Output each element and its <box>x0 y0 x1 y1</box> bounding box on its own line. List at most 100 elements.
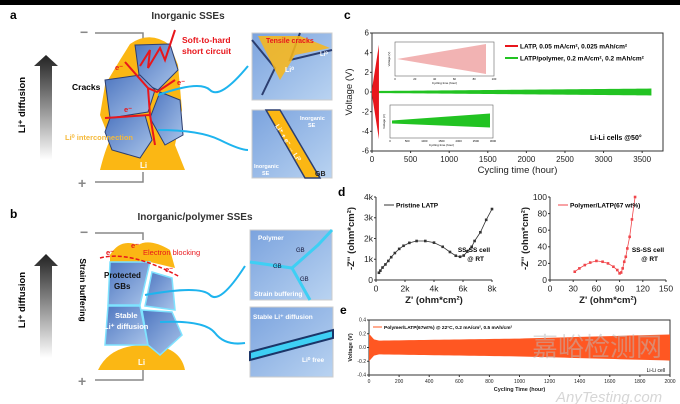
x-tick-label: 60 <box>592 284 602 294</box>
stable-label-2: Li⁺ diffusion <box>104 322 149 331</box>
legend-label: LATP/polymer, 0.2 mA/cm², 0.2 mAh/cm² <box>520 56 645 63</box>
inset-xlabel: Cycling time (hour) <box>432 81 457 85</box>
annotation: SS-SS cell <box>632 247 664 254</box>
y-tick-label: 0.2 <box>359 331 366 337</box>
x-tick-label: 0 <box>370 155 375 164</box>
x-tick-label: 120 <box>636 284 650 294</box>
y-axis-label: -Z'' (ohm*cm²) <box>346 207 357 270</box>
se-label: Inorganic <box>254 164 279 170</box>
panel-label: c <box>344 8 351 22</box>
data-point <box>432 241 436 244</box>
electron-label: e⁻ <box>115 63 123 72</box>
data-point <box>397 247 401 251</box>
x-tick-label: 400 <box>425 379 434 385</box>
y-tick-label: 4k <box>364 192 374 202</box>
minus-terminal: − <box>80 224 88 240</box>
plus-terminal: + <box>78 373 86 389</box>
annotation: Li-Li cells @50° <box>590 134 642 142</box>
data-point <box>630 218 634 221</box>
data-point <box>626 247 629 250</box>
data-point <box>619 271 623 274</box>
plus-terminal: + <box>78 175 86 191</box>
data-point <box>624 255 628 259</box>
inset-tick: 1000 <box>421 139 428 143</box>
y-tick-label: 80 <box>538 208 548 218</box>
inset-tick: 40 <box>433 77 437 81</box>
annotation: SS-SS cell <box>458 247 490 254</box>
diffusion-arrow-icon <box>34 55 58 160</box>
inset-tensile-cracks: Tensile cracks Li⁰ Li⁰ <box>251 32 333 101</box>
data-point <box>484 218 488 222</box>
polymer-label: Polymer <box>258 235 284 242</box>
data-point <box>606 262 610 265</box>
x-tick-label: 1600 <box>604 379 615 385</box>
inset-title: Tensile cracks <box>266 38 314 45</box>
data-point <box>389 255 393 259</box>
electron-label: e⁻ <box>131 241 139 250</box>
x-tick-label: 1200 <box>544 379 555 385</box>
panel-label: d <box>338 185 345 199</box>
watermark: 嘉峪检测网 <box>532 332 662 362</box>
y-tick-label: -0.4 <box>357 373 366 379</box>
short-circuit-label: Soft-to-hard <box>182 35 231 45</box>
y-tick-label: 0 <box>368 275 373 285</box>
x-tick-label: 4k <box>430 284 440 294</box>
y-tick-label: 6 <box>365 29 370 38</box>
interconnection-label: Li⁰ interconnection <box>65 133 133 142</box>
zoom-connector <box>144 265 246 345</box>
blocking-line <box>99 255 181 278</box>
short-circuit-label-2: short circuit <box>182 46 231 56</box>
data-point <box>612 265 615 269</box>
data-point <box>573 270 577 273</box>
data-point <box>381 266 384 269</box>
data-point <box>402 244 405 248</box>
y-tick-label: 3k <box>364 213 374 223</box>
inset-stable-diffusion: Stable Li⁺ diffusion Li⁰ free <box>249 306 334 378</box>
data-point <box>377 271 381 275</box>
electron-label: e⁻ <box>177 78 185 87</box>
series-envelope <box>369 333 670 362</box>
protected-label-2: GBs <box>114 282 131 291</box>
side-label: Li⁺ diffusion <box>17 272 28 328</box>
y-tick-label: 4 <box>365 48 370 57</box>
data-point <box>588 261 592 264</box>
x-tick-label: 200 <box>395 379 404 385</box>
y-tick-label: -4 <box>362 127 370 136</box>
inset-tick: 60 <box>453 77 457 81</box>
y-tick-label: -0.2 <box>357 359 366 365</box>
x-tick-label: 600 <box>455 379 464 385</box>
x-axis-label: Z' (ohm*cm²) <box>405 295 463 306</box>
inset-tick: 1500 <box>438 139 445 143</box>
data-point <box>473 239 476 243</box>
inset-polymer-gb: Polymer GB GB GB Strain buffering <box>249 228 334 301</box>
data-point <box>454 254 458 258</box>
data-point <box>387 259 390 263</box>
grain <box>107 261 151 306</box>
panel-title: Inorganic/polymer SSEs <box>137 212 252 223</box>
y-tick-label: -2 <box>362 107 370 116</box>
gb-label: GB <box>273 264 282 270</box>
li0-label: Li⁰ <box>320 51 328 58</box>
data-point <box>448 250 452 254</box>
x-tick-label: 150 <box>659 284 673 294</box>
data-point <box>384 263 387 266</box>
minus-terminal: − <box>80 24 88 40</box>
data-point <box>479 230 482 234</box>
y-axis-label: Voltage (V) <box>344 69 355 116</box>
li-label: Li <box>140 161 147 170</box>
circuit-wire <box>95 232 144 381</box>
y-tick-label: 0.4 <box>359 318 366 324</box>
legend-label: Pristine LATP <box>396 203 439 210</box>
inset-ylabel: Voltage (V) <box>387 52 391 67</box>
legend-label: Polymer/LATP(67 wt%) <box>570 203 640 210</box>
data-point <box>490 207 494 211</box>
inset-series <box>392 113 490 128</box>
panel-a: a Inorganic SSEs Li⁺ diffusion − + Soft-… <box>10 8 333 191</box>
series-red-envelope <box>372 44 379 140</box>
x-tick-label: 8k <box>488 284 498 294</box>
y-tick-label: -6 <box>362 147 370 156</box>
inset-tick: 2000 <box>456 139 463 143</box>
